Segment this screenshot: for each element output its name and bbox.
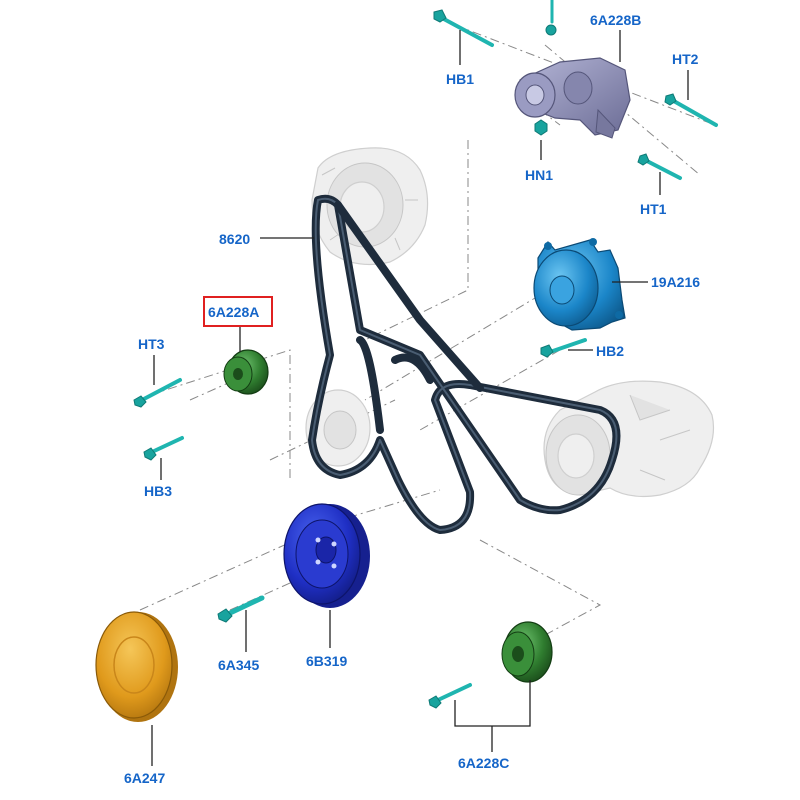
idler-pulley-6a228a[interactable] <box>223 349 269 395</box>
label-6a228a[interactable]: 6A228A <box>208 304 259 320</box>
part-labels: HB1 6A228B HT2 HN1 HT1 8620 19A216 6A228… <box>124 12 700 786</box>
idler-pulley-6a228c[interactable] <box>501 621 553 683</box>
compressor-ghost <box>543 380 715 498</box>
label-6a247[interactable]: 6A247 <box>124 770 165 786</box>
label-hb1[interactable]: HB1 <box>446 71 474 87</box>
label-6a228b[interactable]: 6A228B <box>590 12 641 28</box>
crank-bolt-6a345[interactable] <box>217 595 265 623</box>
label-ht2[interactable]: HT2 <box>672 51 699 67</box>
belt-tensioner-6a228b[interactable] <box>514 57 631 139</box>
label-6a228c[interactable]: 6A228C <box>458 755 509 771</box>
label-6a345[interactable]: 6A345 <box>218 657 259 673</box>
leader-lines <box>151 30 689 766</box>
label-8620[interactable]: 8620 <box>219 231 250 247</box>
hb1-bolt[interactable] <box>433 9 494 47</box>
water-pump-pulley-19a216[interactable] <box>533 238 626 331</box>
hb2-bolt[interactable] <box>540 338 587 358</box>
label-hn1[interactable]: HN1 <box>525 167 553 183</box>
label-6b319[interactable]: 6B319 <box>306 653 347 669</box>
highlight-box <box>203 296 273 327</box>
drive-belt <box>308 194 621 534</box>
label-hb2[interactable]: HB2 <box>596 343 624 359</box>
label-ht1[interactable]: HT1 <box>640 201 667 217</box>
ht3-bolt[interactable] <box>133 378 182 408</box>
label-19a216[interactable]: 19A216 <box>651 274 700 290</box>
idler-bolt-lower[interactable] <box>428 683 472 709</box>
ht2-bolt[interactable] <box>664 93 718 127</box>
ht1-bolt[interactable] <box>637 153 682 180</box>
label-hb3[interactable]: HB3 <box>144 483 172 499</box>
cover-6a247[interactable] <box>95 611 178 722</box>
tensioner-nut-top[interactable] <box>545 0 557 36</box>
label-ht3[interactable]: HT3 <box>138 336 165 352</box>
hb3-bolt[interactable] <box>143 436 184 461</box>
crankshaft-pulley-6b319[interactable] <box>283 503 370 608</box>
middle-pulley-ghost <box>305 389 371 467</box>
hn1-nut-icon[interactable] <box>534 119 548 136</box>
